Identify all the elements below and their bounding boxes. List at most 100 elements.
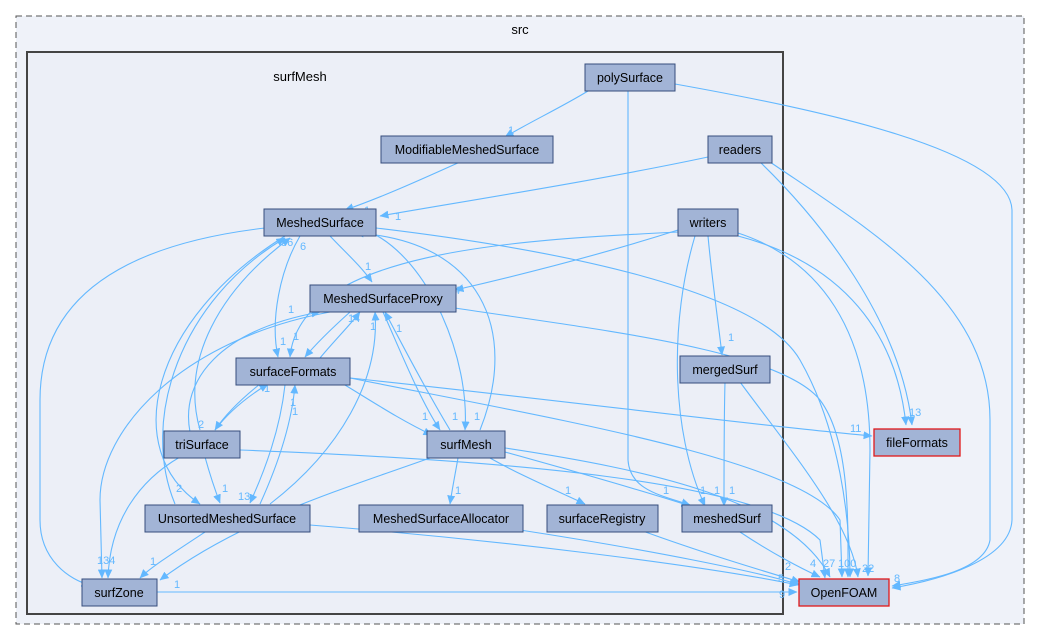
edge-label: 2 [785, 561, 791, 573]
node-merged-surf[interactable]: mergedSurf [679, 355, 771, 384]
node-surf-zone[interactable]: surfZone [81, 578, 158, 607]
edge-unsorted-surfaceformats [259, 384, 299, 505]
edge-writers-surfaceformats [286, 231, 679, 358]
edge-label: 1 [474, 411, 480, 423]
node-modifiable-meshed-surface-label: ModifiableMeshedSurface [395, 143, 540, 157]
edge-trisurface-surfaceformats [214, 383, 269, 431]
node-openfoam[interactable]: OpenFOAM [798, 578, 890, 607]
edge-label: 27 [823, 558, 835, 570]
edge-writers-proxy [454, 229, 679, 292]
node-meshed-surf-label: meshedSurf [693, 512, 761, 526]
edge-label: 1 [663, 485, 669, 497]
edge-polysurface-modifiable [504, 90, 589, 138]
edge-unsorted-proxy [269, 311, 380, 505]
edge-label: 13 [238, 491, 250, 503]
cluster-src-label: src [511, 22, 529, 37]
node-modifiable-meshed-surface[interactable]: ModifiableMeshedSurface [380, 135, 554, 164]
edge-mergedsurf-openfoam [739, 381, 861, 578]
edge-writers-openfoam [737, 232, 873, 577]
edge-registry-openfoam [639, 529, 801, 584]
node-surfmesh-label: surfMesh [440, 438, 491, 452]
edge-label: 1 [150, 556, 156, 568]
edge-label: 1 [395, 211, 401, 223]
edge-label: 2 [198, 419, 204, 431]
edge-label: 4 [454, 285, 460, 297]
edge-label: 2 [176, 483, 182, 495]
node-unsorted-meshed-surface-label: UnsortedMeshedSurface [158, 512, 296, 526]
edge-label: 1 [292, 406, 298, 418]
edge-label: 1 [455, 485, 461, 497]
node-file-formats[interactable]: fileFormats [873, 428, 961, 457]
edge-proxy-surfaceformats [304, 311, 351, 358]
node-surface-registry-label: surfaceRegistry [559, 512, 647, 526]
edge-proxy-surfmesh [382, 311, 441, 431]
edge-surfmesh-allocator [447, 457, 459, 505]
edge-unsorted-surfzone [139, 531, 206, 579]
node-unsorted-meshed-surface[interactable]: UnsortedMeshedSurface [144, 504, 311, 533]
edge-label: 1 [222, 483, 228, 495]
edge-label: 1 [264, 383, 270, 395]
edge-label: 14 [348, 313, 360, 325]
nodes: polySurface ModifiableMeshedSurface read… [81, 63, 961, 607]
node-tri-surface[interactable]: triSurface [163, 430, 241, 459]
edge-label: 134 [97, 555, 115, 567]
edge-label: 1 [729, 485, 735, 497]
edge-surfmesh-openfoam [504, 447, 831, 578]
edge-meshedsurface-surfaceformats [272, 235, 301, 358]
edge-label: 1 [422, 411, 428, 423]
edge-label: 1 [370, 321, 376, 333]
edge-meshedsurface-unsorted [155, 235, 286, 505]
node-meshed-surf[interactable]: meshedSurf [681, 504, 773, 533]
edge-label: 100 [838, 558, 856, 570]
node-meshed-surface-proxy[interactable]: MeshedSurfaceProxy [309, 284, 457, 313]
node-surf-zone-label: surfZone [94, 586, 143, 600]
node-surfmesh[interactable]: surfMesh [426, 430, 506, 459]
edge-surfmesh-meshedsurf [504, 451, 691, 508]
edge-surfaceformats-unsorted [249, 384, 286, 504]
edge-trisurface-proxy [188, 309, 321, 433]
edge-readers-fileformats [759, 161, 916, 426]
edge-readers-meshedsurface [379, 156, 709, 219]
edge-label: 1 [280, 336, 286, 348]
node-writers[interactable]: writers [677, 208, 739, 237]
node-meshed-surface-proxy-label: MeshedSurfaceProxy [323, 292, 443, 306]
edge-label: 1 [728, 332, 734, 344]
node-readers[interactable]: readers [707, 135, 773, 164]
node-writers-label: writers [689, 216, 727, 230]
edge-label: 1 [508, 125, 514, 137]
node-surface-registry[interactable]: surfaceRegistry [546, 504, 659, 533]
edge-surfaceformats-surfmesh [339, 381, 433, 436]
edge-label: 1 [452, 411, 458, 423]
edge-label: 1 [700, 485, 706, 497]
edge-polysurface-meshedsurf [627, 91, 691, 507]
edge-trisurface-unsorted [204, 456, 221, 504]
node-surface-formats[interactable]: surfaceFormats [235, 357, 351, 386]
edge-proxy-surfzone [97, 311, 331, 579]
edge-label: 1 [288, 304, 294, 316]
edge-trisurface-meshedsurface [194, 237, 291, 431]
edge-proxy-openfoam [454, 307, 853, 578]
edge-meshedsurface-surfzone [39, 227, 266, 587]
edge-label: 6 [300, 241, 306, 253]
edge-label: 9 [779, 589, 785, 601]
edge-unsorted-meshedsurface [162, 237, 286, 505]
node-meshed-surface-label: MeshedSurface [276, 216, 364, 230]
edge-label: 4 [810, 558, 816, 570]
edge-modifiable-meshedsurface [344, 161, 461, 212]
edge-surfmesh-registry [489, 457, 586, 505]
node-meshed-surface[interactable]: MeshedSurface [263, 208, 377, 237]
node-polysurface[interactable]: polySurface [584, 63, 676, 92]
edge-writers-mergedsurf [707, 235, 726, 356]
node-meshed-surface-allocator[interactable]: MeshedSurfaceAllocator [358, 504, 524, 533]
edge-meshedsurface-surfmesh [369, 231, 470, 431]
node-surface-formats-label: surfaceFormats [250, 365, 337, 379]
edge-label: 13 [909, 407, 921, 419]
edge-label: 5 [778, 573, 784, 585]
node-openfoam-label: OpenFOAM [811, 586, 878, 600]
node-merged-surf-label: mergedSurf [692, 363, 758, 377]
edge-label: 1 [396, 323, 402, 335]
edge-surfmesh-meshedsurface [354, 229, 496, 431]
edge-surfaceformats-proxy [319, 311, 361, 359]
edge-readers-openfoam [769, 161, 991, 589]
